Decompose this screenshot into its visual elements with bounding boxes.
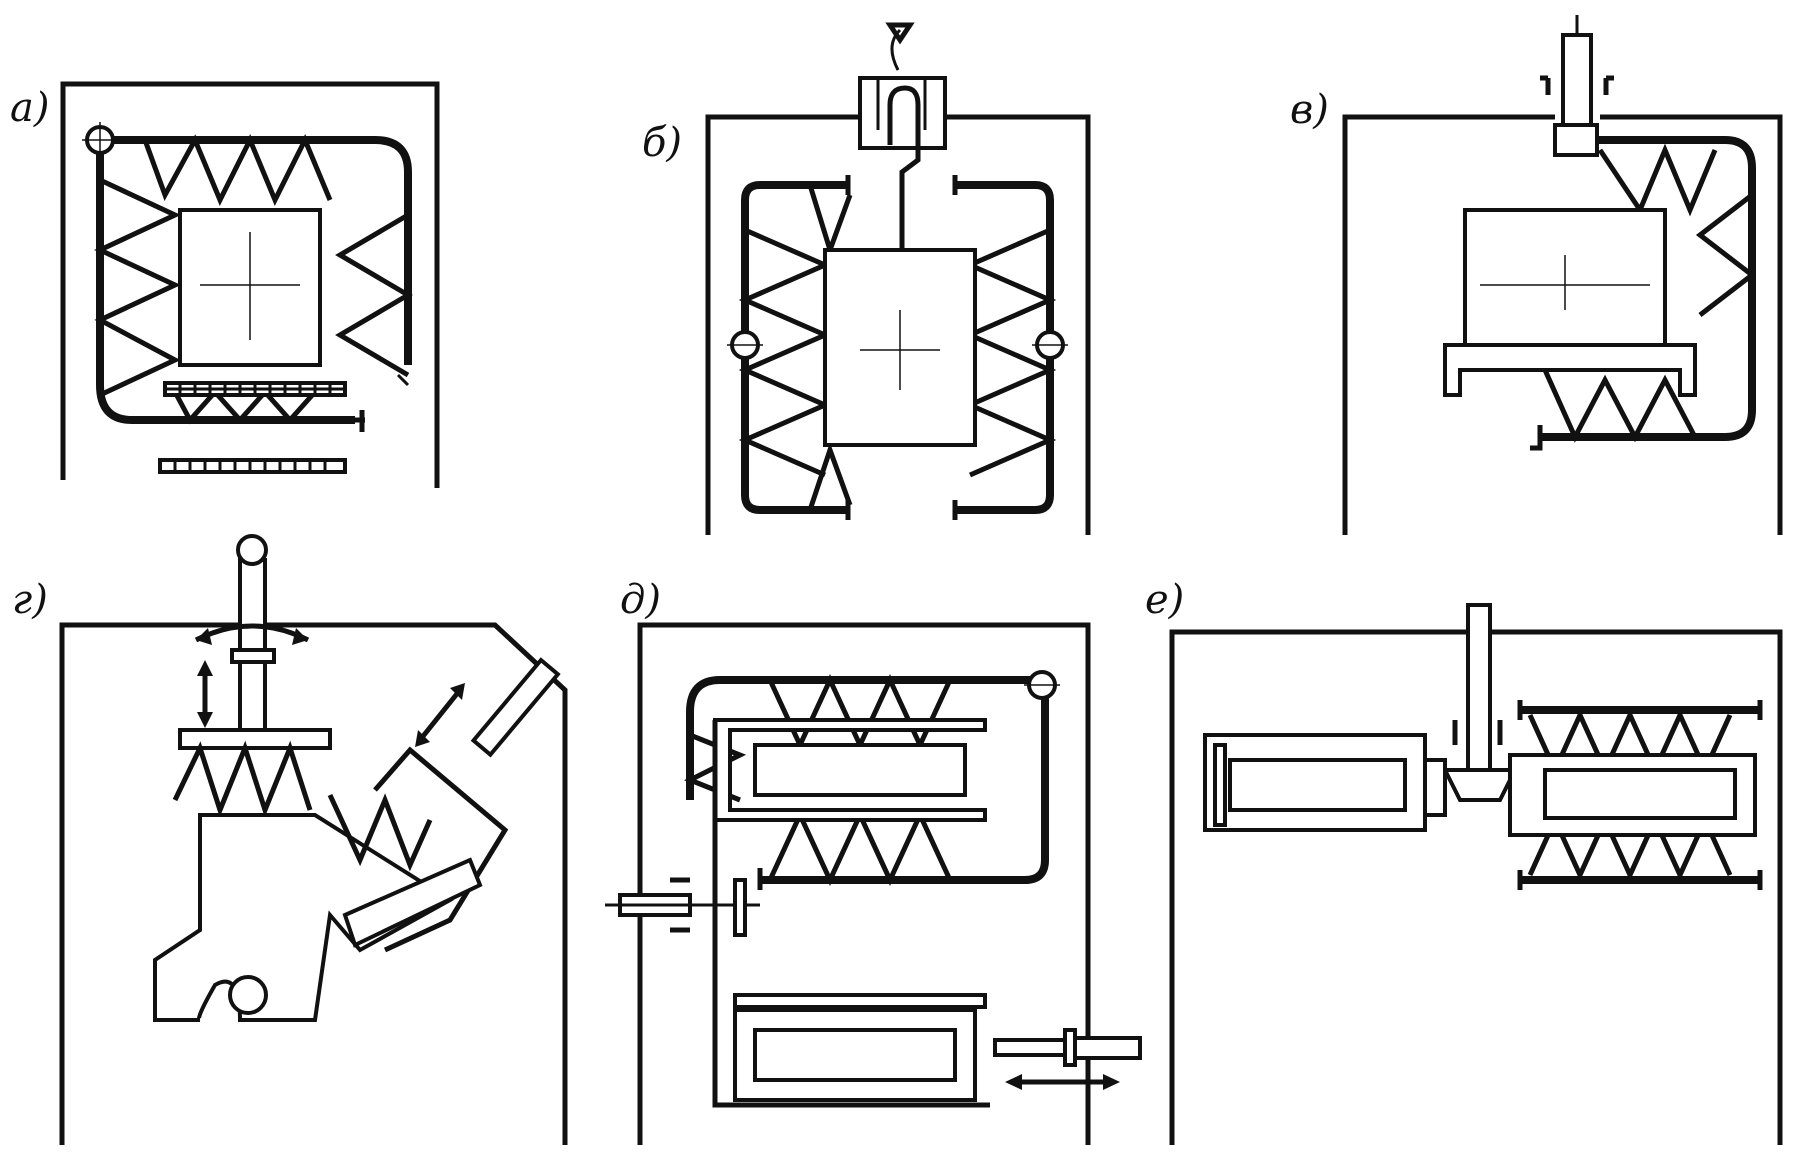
- panel-g-hanger-plate: [178, 728, 332, 750]
- panel-b-chain-right: [963, 227, 1057, 478]
- panel-g-chute: [342, 857, 483, 948]
- panel-d-push-rod: [993, 1038, 1067, 1057]
- panel-g-chain-inclined: [327, 793, 433, 872]
- panel-v-rail: [1540, 136, 1756, 441]
- panel-v-chain-right: [1695, 193, 1757, 317]
- panel-label-b: б): [642, 120, 683, 166]
- panel-e-shaft: [1466, 603, 1492, 782]
- panel-d-workpiece-upper: [753, 743, 967, 797]
- panel-e-chain-top: [1527, 708, 1733, 777]
- panel-v-chain-bottom: [1542, 368, 1698, 443]
- panel-g-pusher-rod: [470, 657, 561, 758]
- panel-a-chain-bottom: [172, 388, 317, 425]
- panel-b-chamber-wall: [705, 114, 1091, 535]
- panel-d-drawing: [605, 622, 1142, 1145]
- panel-g-drawing: [59, 534, 568, 1145]
- panel-a-chain-top: [142, 133, 333, 207]
- panel-label-a: а): [10, 85, 50, 131]
- panel-d-clamp-frame: [713, 718, 987, 822]
- panel-g-chamber-wall: [59, 622, 568, 1145]
- panel-d-chain-bottom: [767, 809, 953, 886]
- panel-g-casting-body: [153, 813, 454, 1022]
- panel-g-wheel-icon: [228, 975, 268, 1015]
- panel-g-hook-icon: [236, 534, 268, 566]
- panel-b-chain-left: [738, 227, 832, 478]
- panel-a-chain-left: [94, 177, 181, 398]
- panel-e-drawing: [1169, 603, 1783, 1145]
- panel-a-second-hanger-bar: [158, 458, 347, 474]
- panel-label-e: е): [1145, 577, 1185, 623]
- panel-d-workpiece-lower: [753, 1028, 957, 1082]
- panel-e-right-rails: [1520, 706, 1760, 884]
- panel-g-chain-hanging: [172, 740, 313, 818]
- panel-a-rail-left: [96, 140, 355, 424]
- panel-b-drawing: [705, 22, 1091, 535]
- panel-b-cable: [887, 85, 921, 250]
- panel-a-chamber-wall: [60, 81, 440, 488]
- panel-e-chain-bottom: [1527, 813, 1733, 882]
- panel-e-left-workpiece: [1228, 758, 1407, 812]
- panel-label-g: г): [12, 577, 48, 623]
- panel-d-transfer-arm: [712, 720, 990, 1108]
- panel-v-chamber-wall: [1342, 114, 1783, 535]
- panel-d-chain-top: [767, 674, 953, 751]
- panel-v-drive-box: [1553, 123, 1599, 157]
- panel-v-drawing: [1342, 15, 1783, 535]
- panel-e-right-workpiece: [1543, 768, 1737, 820]
- panel-v-tray: [1443, 343, 1697, 397]
- panel-d-lower-guide: [733, 993, 987, 1009]
- panel-v-chain-top: [1597, 143, 1718, 217]
- panel-a-rail-top: [100, 136, 412, 365]
- panel-g-ramp-frame: [373, 746, 509, 953]
- panel-a-chain-right: [335, 212, 413, 378]
- panel-label-d: д): [620, 577, 661, 623]
- panel-g-collar: [230, 648, 276, 664]
- panel-e-coupling: [1441, 768, 1519, 802]
- panel-v-shaft: [1561, 33, 1593, 127]
- panel-d-push-cylinder: [1073, 1036, 1142, 1060]
- panel-g-diagonal-arrow-icon: [418, 688, 462, 742]
- panel-d-chamber-wall: [637, 622, 1091, 1145]
- panel-a-drawing: [60, 81, 440, 488]
- panel-g-lift-shaft: [238, 558, 267, 732]
- panel-b-plug-icon: [885, 22, 915, 45]
- panel-label-v: в): [1290, 87, 1329, 133]
